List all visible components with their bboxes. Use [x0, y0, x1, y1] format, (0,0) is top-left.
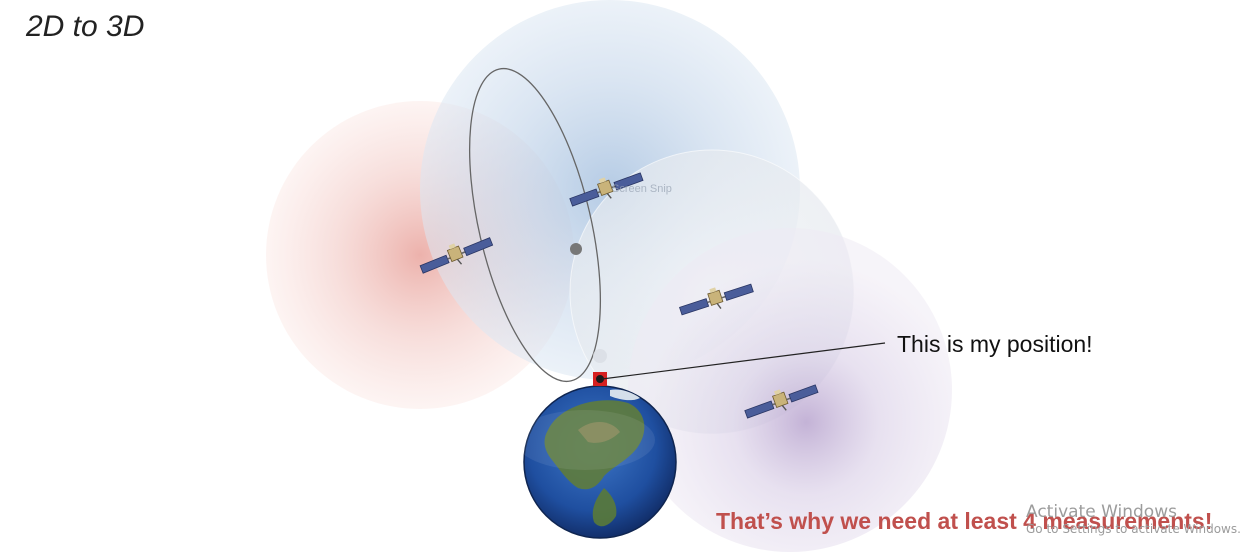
intersection-point — [570, 243, 582, 255]
callout-line — [601, 342, 886, 380]
watermark-title: Activate Windows — [1026, 502, 1177, 522]
receiver-marker-icon — [593, 349, 607, 386]
purple-sphere — [628, 228, 952, 552]
slide-title: 2D to 3D — [26, 10, 145, 43]
screen-snip-label: Screen Snip — [612, 183, 672, 195]
position-callout: This is my position! — [897, 331, 1093, 357]
conclusion-text: That’s why we need at least 4 measuremen… — [716, 508, 1213, 534]
intersection-ellipse — [468, 67, 602, 383]
earth-globe-icon — [515, 385, 677, 539]
watermark-subtitle: Go to Settings to activate Windows. — [1026, 521, 1241, 536]
activation-watermark: Activate Windows Go to Settings to activ… — [1026, 502, 1241, 536]
